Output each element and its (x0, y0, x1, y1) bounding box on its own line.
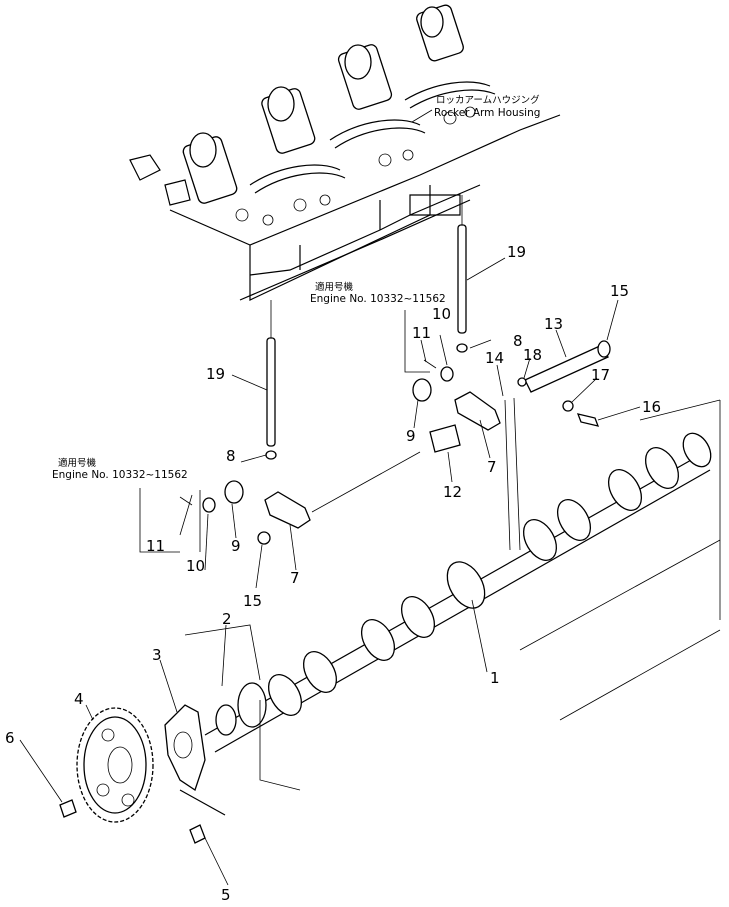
callout-7-left: 7 (290, 569, 300, 587)
callout-11-right: 11 (412, 324, 431, 342)
callout-9-right: 9 (406, 427, 416, 445)
callout-6: 6 (5, 729, 15, 747)
serial-upper-en: Engine No. 10332~11562 (310, 293, 446, 305)
bolt-5 (179, 789, 226, 844)
callout-10-left: 10 (186, 557, 205, 575)
camshaft (184, 399, 721, 791)
right-lever-group (404, 310, 611, 551)
callout-2: 2 (222, 610, 232, 628)
housing-label-jp: ロッカアームハウジング (436, 94, 540, 106)
push-rod-left (266, 300, 276, 447)
cam-gear (76, 707, 154, 823)
callout-12: 12 (443, 483, 462, 501)
callout-1: 1 (490, 669, 500, 687)
callout-8-right: 8 (513, 332, 523, 350)
serial-lower-jp: 適用号機 (58, 457, 97, 469)
callout-19-right: 19 (507, 243, 526, 261)
callout-17: 17 (591, 366, 610, 384)
callout-9-left: 9 (231, 537, 241, 555)
rocker-arm-housing-drawing (129, 4, 561, 301)
callout-19-left: 19 (206, 365, 225, 383)
callout-8-left: 8 (226, 447, 236, 465)
serial-lower-en: Engine No. 10332~11562 (52, 469, 188, 481)
serial-upper-jp: 適用号機 (315, 281, 354, 293)
callout-15-left: 15 (243, 592, 262, 610)
leader-lines (19, 109, 641, 886)
bolt-6 (59, 799, 77, 818)
housing-label-en: Rocker Arm Housing (434, 107, 540, 119)
callout-18: 18 (523, 346, 542, 364)
callout-7-right: 7 (487, 458, 497, 476)
callout-15-right: 15 (610, 282, 629, 300)
callout-10-right: 10 (432, 305, 451, 323)
push-rod-right (457, 195, 467, 334)
callout-14: 14 (485, 349, 504, 367)
callout-3: 3 (152, 646, 162, 664)
callout-5: 5 (221, 886, 231, 902)
callout-13: 13 (544, 315, 563, 333)
callout-4: 4 (74, 690, 84, 708)
left-lever-group (139, 450, 421, 553)
thrust-plate (164, 704, 206, 792)
callout-16: 16 (642, 398, 661, 416)
callout-11-left: 11 (146, 537, 165, 555)
